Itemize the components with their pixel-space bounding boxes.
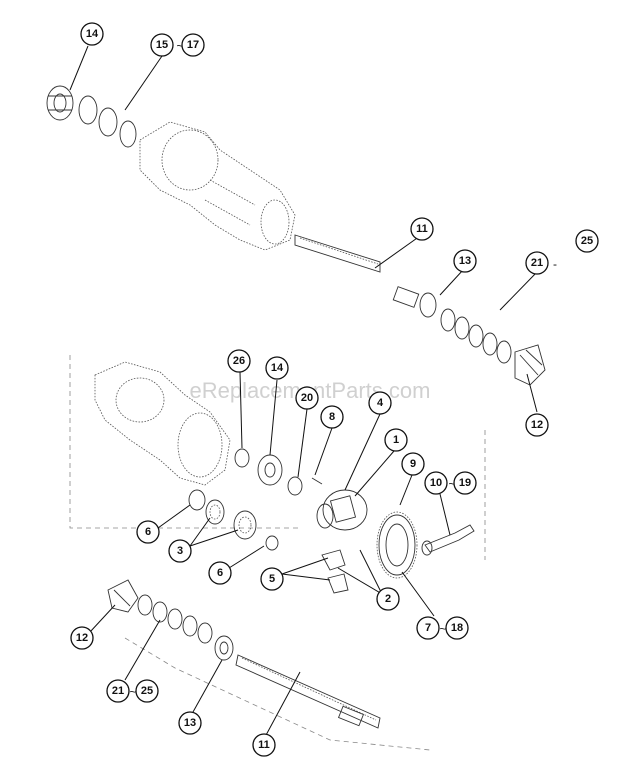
spider-gears-icon xyxy=(321,549,349,594)
range-separator: ~ xyxy=(176,39,183,53)
callout-label: 20 xyxy=(301,392,313,404)
callout-label: 11 xyxy=(258,739,270,751)
callout-11-bottom[interactable]: 11 xyxy=(252,733,276,757)
callout-label: 9 xyxy=(410,458,416,470)
callout-label: 14 xyxy=(271,362,284,374)
range-separator: ~ xyxy=(448,477,455,491)
upper-bevel-gear-icon xyxy=(514,344,546,386)
callout-label: 6 xyxy=(217,567,223,579)
callout-7-18[interactable]: 7 ~ 18 xyxy=(416,616,469,640)
callout-14-top[interactable]: 14 xyxy=(80,22,104,46)
callout-5[interactable]: 5 xyxy=(260,567,284,591)
washer-6b-icon xyxy=(265,535,279,551)
callout-15-17[interactable]: 15 ~ 17 xyxy=(150,33,205,57)
callout-label: 12 xyxy=(531,419,543,431)
callout-8[interactable]: 8 xyxy=(320,405,344,429)
upper-axle-housing-icon xyxy=(139,121,296,251)
upper-bearing-13-icon xyxy=(392,286,437,318)
callout-12-top[interactable]: 12 xyxy=(525,413,549,437)
bearing-14-icon xyxy=(257,454,283,486)
callout-12-bottom[interactable]: 12 xyxy=(70,626,94,650)
middle-axle-housing-icon xyxy=(94,361,231,486)
callout-label: 4 xyxy=(377,397,384,409)
callout-label: 7 xyxy=(425,622,431,634)
bevel-gear-3b-icon xyxy=(233,510,257,540)
lower-bearing-13-icon xyxy=(214,635,234,661)
callout-label: 10 xyxy=(430,477,442,489)
callout-label: 13 xyxy=(184,717,196,729)
callout-label: 13 xyxy=(459,255,471,267)
phantom-bracket-icon xyxy=(69,355,486,560)
callout-2[interactable]: 2 xyxy=(376,587,400,611)
callout-13-top[interactable]: 13 xyxy=(453,249,477,273)
lower-axle-shaft-icon xyxy=(235,654,381,729)
upper-shim-stack-icon xyxy=(440,308,512,364)
callout-10-19[interactable]: 10 ~ 19 xyxy=(424,471,477,495)
lower-bevel-gear-icon xyxy=(107,579,139,613)
callout-6-lower[interactable]: 6 xyxy=(208,561,232,585)
callout-label: 25 xyxy=(141,685,153,697)
pin-8-icon xyxy=(311,477,323,485)
callout-26[interactable]: 26 xyxy=(227,349,251,373)
callout-label: 15 xyxy=(156,39,168,51)
callout-label: 6 xyxy=(145,526,151,538)
callout-label: 18 xyxy=(451,622,463,634)
callout-label: 8 xyxy=(329,411,335,423)
differential-case-icon xyxy=(316,489,368,531)
bevel-gear-3a-icon xyxy=(205,499,225,525)
range-separator: ~ xyxy=(439,622,446,636)
callout-11-top[interactable]: 11 xyxy=(410,217,434,241)
callout-label: 19 xyxy=(459,477,471,489)
range-separator: ~ xyxy=(129,685,136,699)
callout-label: 21 xyxy=(531,257,543,269)
callout-13-bottom[interactable]: 13 xyxy=(178,711,202,735)
leader-lines xyxy=(69,45,538,738)
lower-phantom-line-icon xyxy=(124,637,431,751)
washer-20-icon xyxy=(287,476,303,496)
callout-label: 2 xyxy=(385,593,391,605)
callout-25-top[interactable]: 25 xyxy=(575,229,599,253)
upper-bearing-icon xyxy=(46,85,74,121)
callout-4[interactable]: 4 xyxy=(368,391,392,415)
callout-label: 3 xyxy=(177,545,183,557)
callout-label: 12 xyxy=(76,632,88,644)
washer-26-icon xyxy=(234,448,250,468)
callout-label: 1 xyxy=(393,434,399,446)
range-separator: - xyxy=(553,257,557,271)
pinion-icon xyxy=(421,524,475,556)
callout-21-top[interactable]: 21 - xyxy=(525,251,557,275)
upper-axle-shaft-icon xyxy=(294,234,381,273)
callout-20[interactable]: 20 xyxy=(295,386,319,410)
callout-label: 5 xyxy=(269,573,275,585)
callout-6-upper[interactable]: 6 xyxy=(136,520,160,544)
ring-gear-icon xyxy=(376,511,418,579)
upper-shims-icon xyxy=(78,95,137,148)
callout-9[interactable]: 9 xyxy=(401,452,425,476)
callout-label: 17 xyxy=(187,39,199,51)
callout-21-25-bottom[interactable]: 21 ~ 25 xyxy=(106,679,159,703)
callout-3[interactable]: 3 xyxy=(168,539,192,563)
lower-shim-stack-icon xyxy=(137,594,213,644)
callout-1[interactable]: 1 xyxy=(384,428,408,452)
side-gear-6a-icon xyxy=(188,489,206,511)
callout-label: 14 xyxy=(86,28,99,40)
callout-label: 11 xyxy=(416,223,428,235)
callout-label: 25 xyxy=(581,235,593,247)
callout-label: 21 xyxy=(112,685,124,697)
callout-14-mid[interactable]: 14 xyxy=(265,356,289,380)
callout-label: 26 xyxy=(233,355,245,367)
